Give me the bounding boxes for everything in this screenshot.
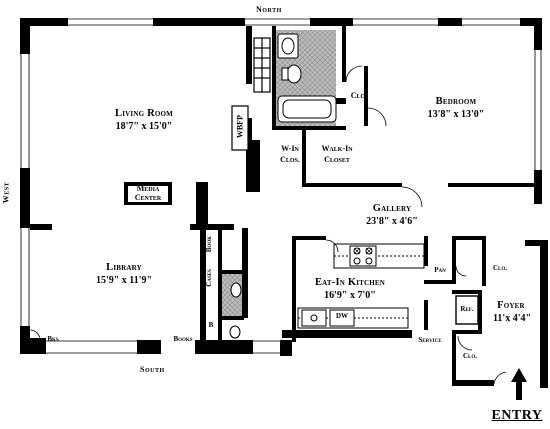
w-in-closet-label-2: Clos.	[280, 155, 300, 164]
library-name: Library	[106, 262, 142, 273]
entry-label: ENTRY	[491, 408, 543, 423]
interior-walls	[30, 26, 542, 386]
living-room-name: Living Room	[115, 108, 173, 119]
b-label: B	[208, 321, 214, 329]
walk-in-closet-label-1: Walk-In	[321, 144, 353, 153]
media-center-label-1: Media	[136, 184, 160, 193]
sink	[281, 37, 295, 55]
compass-west: West	[1, 181, 11, 204]
dishwasher-label: DW	[335, 312, 349, 320]
walk-in-closet-label-2: Closet	[324, 155, 350, 164]
bedroom-name: Bedroom	[435, 96, 477, 107]
kitchen-dims: 16'9" x 7'0"	[324, 290, 376, 301]
kitchen-closet-label: Clo.	[492, 264, 508, 272]
foyer-closet-label: Clo.	[462, 352, 478, 360]
kitchen-counters	[297, 243, 479, 329]
wbfp-label: WBFP	[235, 115, 245, 139]
refrigerator-label: Ref.	[460, 305, 474, 313]
pantry-label: Pan	[434, 266, 446, 274]
half-bath-sink	[230, 282, 242, 298]
living-room-dims: 18'7" x 15'0"	[115, 121, 173, 132]
bath-closet-label: Clo.	[350, 91, 368, 100]
library-dims: 15'9" x 11'9"	[95, 275, 153, 286]
service-label: Service	[418, 336, 442, 344]
foyer-name: Foyer	[497, 300, 525, 311]
toilet-tank	[281, 67, 289, 81]
cases-label: Cases	[204, 269, 213, 287]
bath-fixtures	[229, 33, 337, 339]
book-label: Book	[204, 235, 213, 253]
refrigerator	[455, 295, 479, 325]
compass-north: North	[256, 5, 282, 14]
bks-label: Bks	[47, 335, 59, 343]
fireplace	[231, 105, 249, 151]
entry-arrow-icon	[511, 368, 527, 400]
windows	[20, 18, 542, 354]
gallery-dims: 23'8" x 4'6"	[366, 216, 418, 227]
dishwasher	[329, 309, 355, 327]
compass-south: South	[140, 365, 165, 374]
half-bath-toilet	[229, 325, 241, 339]
bedroom-dims: 13'8" x 13'0"	[427, 109, 485, 120]
door-swings	[29, 65, 507, 385]
linen-closet	[253, 37, 271, 93]
gallery-name: Gallery	[372, 203, 412, 214]
foyer-dims: 11'x 4'4"	[492, 313, 532, 324]
media-center-label-2: Center	[134, 193, 162, 202]
kitchen-name: Eat-In Kitchen	[314, 277, 386, 288]
books-label: Books	[173, 335, 193, 343]
w-in-closet-label-1: W-In	[281, 144, 299, 153]
